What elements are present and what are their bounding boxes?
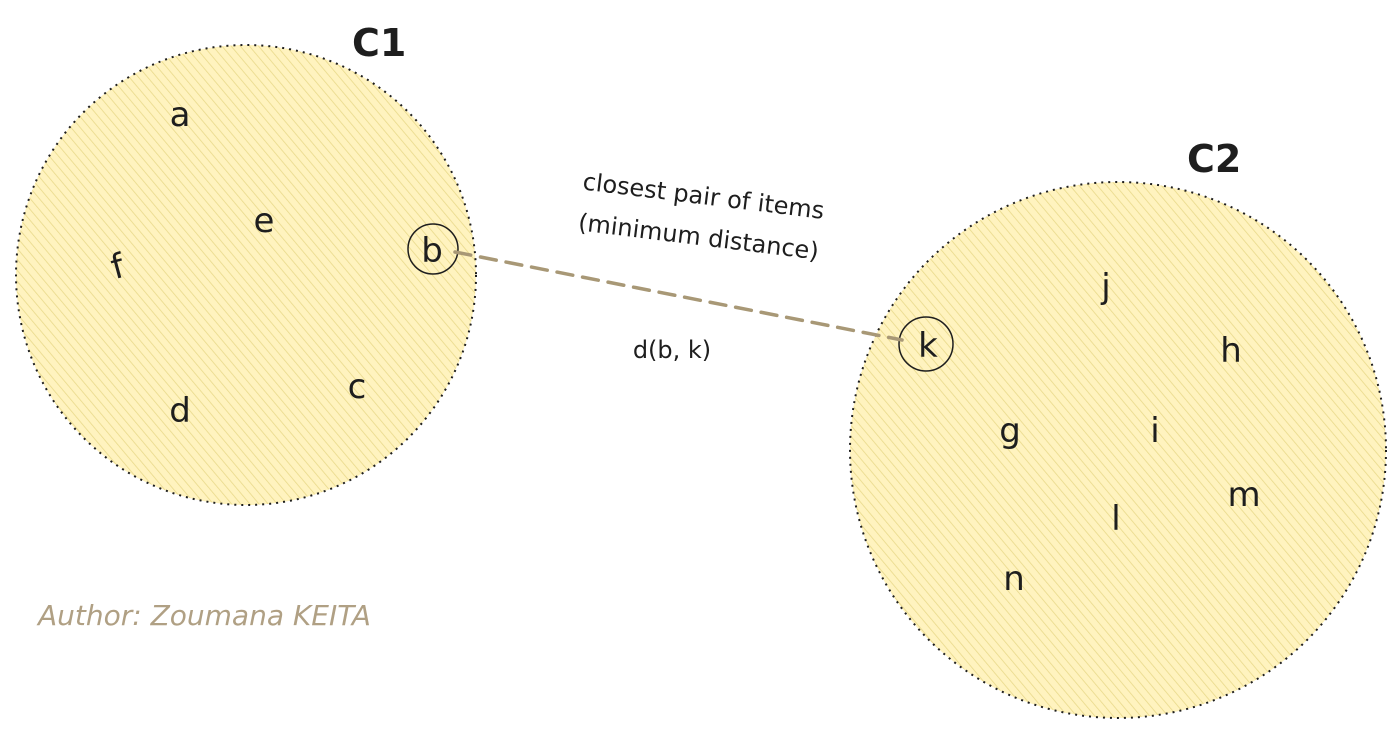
item-k: k [918, 326, 938, 366]
item-m: m [1227, 475, 1260, 515]
item-e: e [254, 201, 275, 241]
item-c: c [348, 367, 367, 407]
minimum-distance-line [453, 250, 904, 342]
cluster-c2-title: C2 [1187, 137, 1241, 181]
item-d: d [169, 391, 191, 431]
item-b: b [421, 231, 443, 271]
item-b-highlight-ring [407, 223, 459, 275]
item-n: n [1003, 559, 1025, 599]
cluster-c2-region [849, 181, 1387, 719]
author-credit: Author: Zoumana KEITA [36, 599, 371, 632]
cluster-c1-region [15, 44, 477, 506]
cluster-c1: C1 a e f b d c [15, 21, 477, 506]
item-l: l [1111, 499, 1120, 539]
distance-label: d(b, k) [633, 336, 711, 364]
cluster-c1-title: C1 [352, 21, 406, 65]
item-i: i [1150, 411, 1159, 451]
item-j: j [1100, 267, 1110, 307]
item-h: h [1220, 331, 1242, 371]
item-k-highlight-ring [898, 316, 954, 372]
closest-pair-annotation: closest pair of items (minimum distance) [577, 168, 826, 266]
cluster-c2: C2 j k h g i l m n [849, 137, 1387, 719]
item-a: a [170, 95, 191, 135]
item-g: g [999, 411, 1021, 451]
